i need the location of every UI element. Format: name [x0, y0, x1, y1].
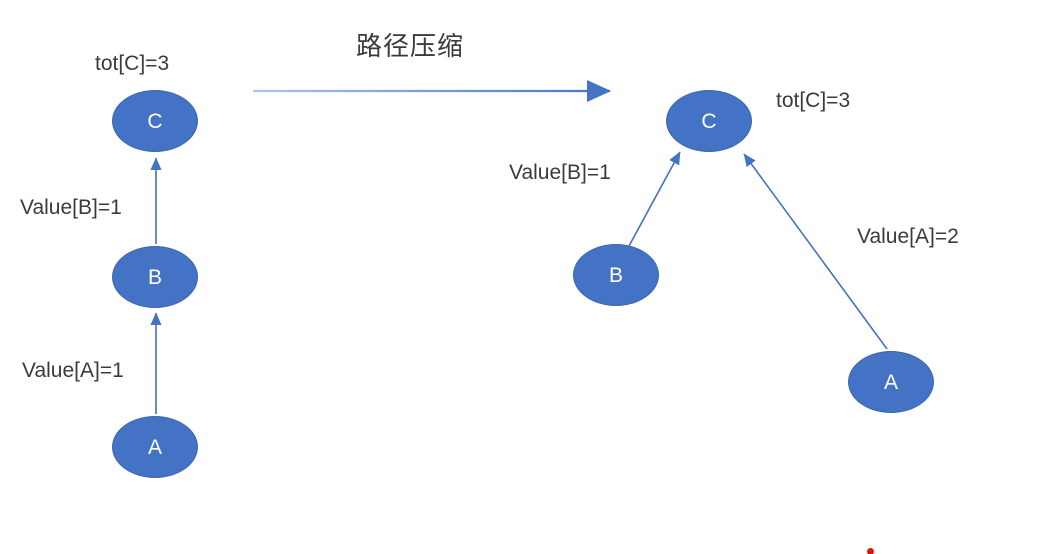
before-node-b: B: [112, 246, 198, 308]
transform-label: 路径压缩: [356, 31, 465, 61]
after-value-a-label: Value[A]=2: [857, 225, 959, 248]
before-node-a: A: [112, 416, 198, 478]
after-tot-c-label: tot[C]=3: [776, 89, 851, 112]
after-node-b: B: [573, 244, 659, 306]
after-value-b-label: Value[B]=1: [509, 161, 611, 184]
edge-b-to-c-compressed-arrow: [628, 151, 681, 247]
red-pointer-dot: [867, 548, 874, 554]
after-node-c: C: [666, 90, 752, 152]
before-value-a-label: Value[A]=1: [22, 359, 124, 382]
edge-a-to-c-compressed-arrow: [743, 153, 888, 350]
before-tot-c-label: tot[C]=3: [95, 52, 170, 75]
after-node-a: A: [848, 351, 934, 413]
before-value-b-label: Value[B]=1: [20, 196, 122, 219]
before-node-c: C: [112, 90, 198, 152]
